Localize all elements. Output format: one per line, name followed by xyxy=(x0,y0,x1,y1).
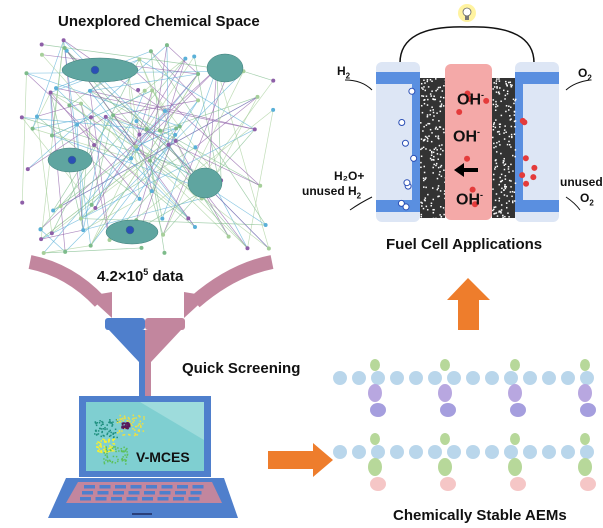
data-count-unit: data xyxy=(148,268,184,285)
fuel-cell-title: Fuel Cell Applications xyxy=(386,236,543,253)
hydroxide-label-3: OH- xyxy=(456,190,483,209)
fuel-cell-diagram xyxy=(344,4,591,222)
screening-label: Quick Screening xyxy=(182,360,301,377)
arrow-right-icon xyxy=(268,443,333,477)
molecule-models xyxy=(47,53,244,245)
arrow-head-right xyxy=(184,292,208,318)
h2-input-label: H2 xyxy=(337,64,351,81)
chemical-space-title: Unexplored Chemical Space xyxy=(58,13,260,30)
model-label: V-MCES xyxy=(136,449,190,465)
aem-polymer-chains xyxy=(333,359,596,491)
hydroxide-label-2: OH- xyxy=(453,127,480,146)
data-count-label: 4.2×105 data xyxy=(97,267,183,285)
data-count-exp: 5 xyxy=(143,267,149,277)
chemical-space-network xyxy=(19,38,276,255)
aems-title: Chemically Stable AEMs xyxy=(393,507,567,524)
arrow-up-icon xyxy=(447,278,490,330)
cluster-plot xyxy=(94,414,145,465)
arrow-head-left xyxy=(88,292,112,318)
data-count-base: 4.2×10 xyxy=(97,268,144,285)
unused-o2-label: unused xyxy=(560,175,603,189)
unused-h2-label: unused H2 xyxy=(302,184,362,201)
hydroxide-label-1: OH- xyxy=(457,90,484,109)
funnel-icon xyxy=(105,318,185,396)
lightbulb-icon xyxy=(458,4,476,22)
o2-input-label: O2 xyxy=(578,66,592,83)
o2-output-label: O2 xyxy=(580,191,594,208)
keyboard-keys xyxy=(80,485,204,501)
h2o-output-label: H₂O+ xyxy=(334,169,365,183)
